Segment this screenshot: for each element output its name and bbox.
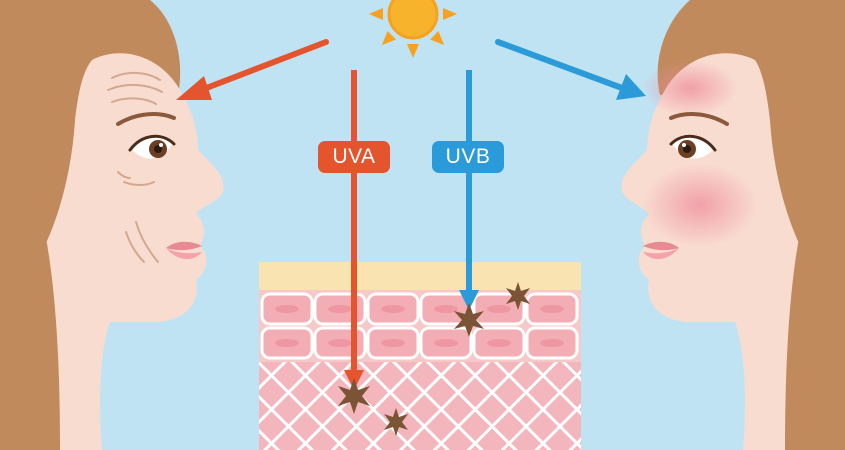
cheek-burn	[642, 163, 758, 247]
left-hair-strand	[0, 120, 60, 450]
forehead-burn	[642, 60, 738, 116]
left-lips	[166, 241, 202, 260]
uvb-arrow-to-face	[495, 39, 646, 100]
right-lips	[643, 241, 679, 260]
skin-cross-section	[259, 262, 581, 450]
left-eye	[128, 134, 176, 159]
cheek-wrinkles	[117, 171, 159, 263]
dermis	[259, 362, 581, 450]
uva-arrow-to-face	[176, 39, 329, 100]
uvb-arrow-into-skin	[459, 70, 479, 310]
uvb-label: UVB	[432, 141, 504, 173]
damage-burst-icon	[506, 282, 530, 310]
sunburned-face	[621, 0, 845, 450]
sun-icon	[369, 0, 457, 58]
forehead-wrinkles	[107, 72, 163, 105]
damage-burst-icon	[454, 303, 484, 337]
damage-burst-icon	[338, 378, 370, 414]
left-eyebrow	[116, 112, 176, 126]
right-hair-strand	[785, 120, 845, 450]
uva-label: UVA	[318, 141, 390, 173]
damage-burst-icon	[384, 408, 408, 436]
stratum-corneum	[259, 262, 581, 290]
right-eyebrow	[669, 112, 729, 126]
aged-face	[0, 0, 224, 450]
right-eye	[669, 134, 717, 159]
